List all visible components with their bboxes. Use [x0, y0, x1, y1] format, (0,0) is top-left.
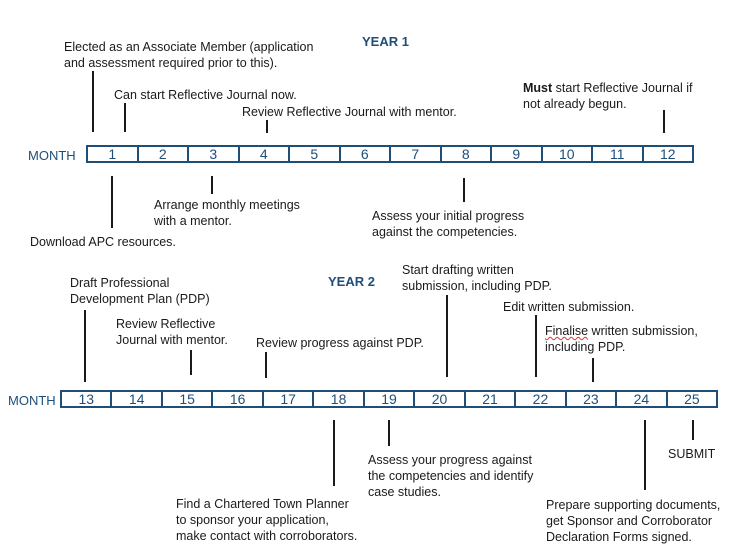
note-review-pdp: Review progress against PDP.: [256, 335, 424, 351]
note-find-planner: Find a Chartered Town Planner to sponsor…: [176, 496, 357, 544]
note-line: Assess your initial progress: [372, 209, 525, 223]
note-start-drafting: Start drafting written submission, inclu…: [402, 262, 552, 294]
note-line: Arrange monthly meetings: [154, 198, 300, 212]
month-cell-10: 10: [540, 147, 592, 161]
note-line: Edit written submission.: [503, 300, 635, 314]
note-line: with a mentor.: [154, 214, 232, 228]
note-assess-progress: Assess your progress against the compete…: [368, 452, 533, 500]
note-line: Start drafting written: [402, 263, 514, 277]
connector-line: [692, 420, 694, 440]
note-line: Find a Chartered Town Planner: [176, 497, 349, 511]
month-cell-17: 17: [261, 392, 312, 406]
note-elected-associate: Elected as an Associate Member (applicat…: [64, 39, 313, 71]
month-cell-5: 5: [288, 147, 339, 161]
note-line: submission, including PDP.: [402, 279, 552, 293]
month-cell-1: 1: [108, 146, 117, 162]
connector-line: [644, 420, 646, 490]
note-draft-pdp: Draft Professional Development Plan (PDP…: [70, 275, 210, 307]
note-line: to sponsor your application,: [176, 513, 329, 527]
connector-line: [446, 295, 448, 377]
note-line: against the competencies.: [372, 225, 518, 239]
month-cell-19: 19: [362, 392, 413, 406]
connector-line: [124, 103, 126, 132]
year-1-timeline: 1 2 3 4 5 6 7 8 9 10 11 12: [86, 145, 694, 163]
note-review-journal-2: Review Reflective Journal with mentor.: [116, 316, 228, 348]
month-cell-2: 2: [136, 147, 188, 161]
note-edit-submission: Edit written submission.: [503, 299, 634, 315]
month-cell-8: 8: [439, 147, 491, 161]
note-line: case studies.: [368, 485, 441, 499]
month-cell-21: 21: [463, 392, 514, 406]
note-line: Download APC resources.: [30, 235, 176, 249]
month-cell-18: 18: [312, 392, 362, 406]
year-2-timeline: 13 14 15 16 17 18 19 20 21 22 23 24 25: [60, 390, 718, 408]
connector-line: [333, 420, 335, 486]
year-1-month-label: MONTH: [28, 148, 76, 163]
connector-line: [592, 358, 594, 382]
note-line: Journal with mentor.: [116, 333, 228, 347]
connector-line: [211, 176, 213, 194]
note-line: the competencies and identify: [368, 469, 534, 483]
year-2-month-label: MONTH: [8, 393, 56, 408]
note-line: and assessment required prior to this).: [64, 56, 278, 70]
month-cell-23: 23: [564, 392, 615, 406]
year-1-title: YEAR 1: [362, 34, 409, 49]
note-line: Assess your progress against: [368, 453, 532, 467]
note-line: Can start Reflective Journal now.: [114, 88, 297, 102]
note-first-word: Finalise: [545, 324, 589, 338]
note-start-journal: Can start Reflective Journal now.: [114, 87, 297, 103]
month-cell-20: 20: [413, 392, 463, 406]
month-cell-22: 22: [514, 392, 564, 406]
note-line: SUBMIT: [668, 447, 716, 461]
connector-line: [265, 352, 267, 378]
month-cell-24: 24: [615, 392, 665, 406]
connector-line: [190, 350, 192, 375]
month-cell-25: 25: [665, 392, 716, 406]
note-line: including PDP.: [545, 340, 626, 354]
note-line: get Sponsor and Corroborator: [546, 514, 713, 528]
month-cell-4: 4: [237, 147, 289, 161]
note-line: Review progress against PDP.: [256, 336, 424, 350]
note-line: make contact with corroborators.: [176, 529, 358, 543]
note-submit: SUBMIT: [668, 446, 715, 462]
note-review-journal: Review Reflective Journal with mentor.: [242, 104, 457, 120]
note-line: not already begun.: [523, 97, 627, 111]
note-line: Draft Professional: [70, 276, 170, 290]
month-cell-15: 15: [160, 392, 211, 406]
note-text: start Reflective Journal if: [552, 81, 693, 95]
note-finalise-submission: Finalise written submission, including P…: [545, 323, 698, 355]
connector-line: [535, 315, 537, 377]
month-cell-16: 16: [211, 392, 261, 406]
note-line: Declaration Forms signed.: [546, 530, 692, 544]
month-cell-7: 7: [389, 147, 440, 161]
year-2-title: YEAR 2: [328, 274, 375, 289]
month-cell-9: 9: [490, 147, 541, 161]
month-cell-12: 12: [641, 147, 693, 161]
note-line: Development Plan (PDP): [70, 292, 210, 306]
connector-line: [84, 310, 86, 382]
note-arrange-meetings: Arrange monthly meetings with a mentor.: [154, 197, 300, 229]
month-cell-3: 3: [187, 147, 238, 161]
month-cell-6: 6: [338, 147, 390, 161]
note-line: Elected as an Associate Member (applicat…: [64, 40, 314, 54]
connector-line: [388, 420, 390, 446]
connector-line: [663, 110, 665, 133]
note-line: Prepare supporting documents,: [546, 498, 721, 512]
note-bold-word: Must: [523, 81, 553, 95]
note-download-resources: Download APC resources.: [30, 234, 176, 250]
note-line: Review Reflective Journal with mentor.: [242, 105, 457, 119]
month-cell-13: 13: [78, 391, 95, 407]
month-cell-14: 14: [110, 392, 160, 406]
note-prepare-documents: Prepare supporting documents, get Sponso…: [546, 497, 720, 545]
month-cell-11: 11: [591, 147, 642, 161]
connector-line: [266, 120, 268, 133]
connector-line: [463, 178, 465, 202]
connector-line: [92, 71, 94, 132]
connector-line: [111, 176, 113, 228]
note-text: written submission,: [588, 324, 698, 338]
note-assess-initial: Assess your initial progress against the…: [372, 208, 524, 240]
note-line: Review Reflective: [116, 317, 216, 331]
note-must-start-journal: Must start Reflective Journal if not alr…: [523, 80, 693, 112]
